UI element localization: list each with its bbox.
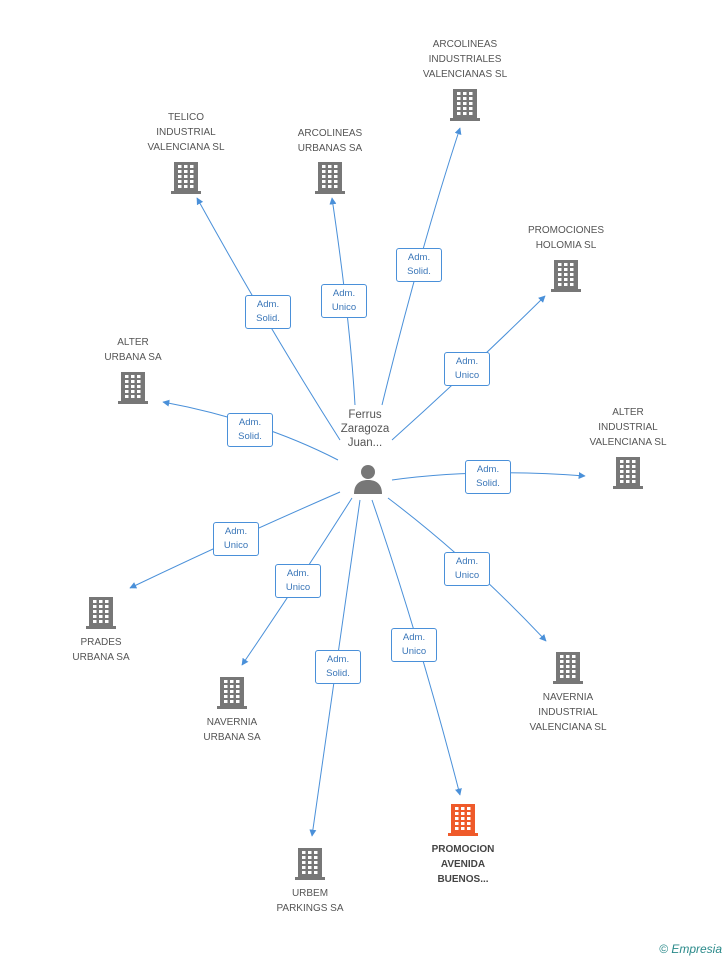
- building-icon-promociones-holomia[interactable]: [549, 258, 583, 292]
- building-icon-urbem-parkings[interactable]: [293, 846, 327, 880]
- company-label-urbem-parkings[interactable]: URBEM PARKINGS SA: [276, 888, 344, 914]
- building-icon-arcolineas-urbanas[interactable]: [313, 160, 347, 194]
- building-icon-alter-urbana[interactable]: [116, 370, 150, 404]
- person-name[interactable]: Ferrus Zaragoza Juan...: [340, 409, 390, 449]
- person-icon[interactable]: [352, 463, 384, 495]
- role-badge-urbem-parkings: Adm. Solid.: [315, 650, 361, 684]
- brand-name: Empresia: [671, 942, 722, 956]
- role-badge-navernia-urbana: Adm. Unico: [275, 564, 321, 598]
- company-label-promocion-avenida[interactable]: PROMOCION AVENIDA BUENOS...: [431, 844, 495, 885]
- copyright-symbol: ©: [659, 942, 668, 956]
- building-icon-prades-urbana[interactable]: [84, 595, 118, 629]
- building-icon-telico[interactable]: [169, 160, 203, 194]
- role-badge-prades-urbana: Adm. Unico: [213, 522, 259, 556]
- building-icon-arcolineas-industriales[interactable]: [448, 87, 482, 121]
- building-icon-alter-industrial[interactable]: [611, 455, 645, 489]
- building-icon-navernia-urbana[interactable]: [215, 675, 249, 709]
- role-badge-alter-industrial: Adm. Solid.: [465, 460, 511, 494]
- building-icon-navernia-industrial[interactable]: [551, 650, 585, 684]
- building-icon-promocion-avenida[interactable]: [446, 802, 480, 836]
- company-label-navernia-industrial[interactable]: NAVERNIA INDUSTRIAL VALENCIANA SL: [529, 692, 607, 733]
- company-label-navernia-urbana[interactable]: NAVERNIA URBANA SA: [203, 717, 261, 743]
- role-badge-arcolineas-industriales: Adm. Solid.: [396, 248, 442, 282]
- role-badge-promociones-holomia: Adm. Unico: [444, 352, 490, 386]
- company-label-alter-industrial[interactable]: ALTER INDUSTRIAL VALENCIANA SL: [589, 407, 667, 448]
- role-badge-alter-urbana: Adm. Solid.: [227, 413, 273, 447]
- company-label-prades-urbana[interactable]: PRADES URBANA SA: [72, 637, 130, 663]
- footer-brand: © Empresia: [659, 942, 722, 956]
- role-badge-navernia-industrial: Adm. Unico: [444, 552, 490, 586]
- company-label-alter-urbana[interactable]: ALTER URBANA SA: [104, 337, 162, 363]
- role-badge-arcolineas-urbanas: Adm. Unico: [321, 284, 367, 318]
- role-badge-telico: Adm. Solid.: [245, 295, 291, 329]
- company-label-arcolineas-industriales[interactable]: ARCOLINEAS INDUSTRIALES VALENCIANAS SL: [422, 39, 508, 80]
- role-badge-promocion-avenida: Adm. Unico: [391, 628, 437, 662]
- company-label-telico[interactable]: TELICO INDUSTRIAL VALENCIANA SL: [147, 112, 225, 153]
- company-label-promociones-holomia[interactable]: PROMOCIONES HOLOMIA SL: [527, 225, 605, 251]
- company-label-arcolineas-urbanas[interactable]: ARCOLINEAS URBANAS SA: [297, 128, 363, 154]
